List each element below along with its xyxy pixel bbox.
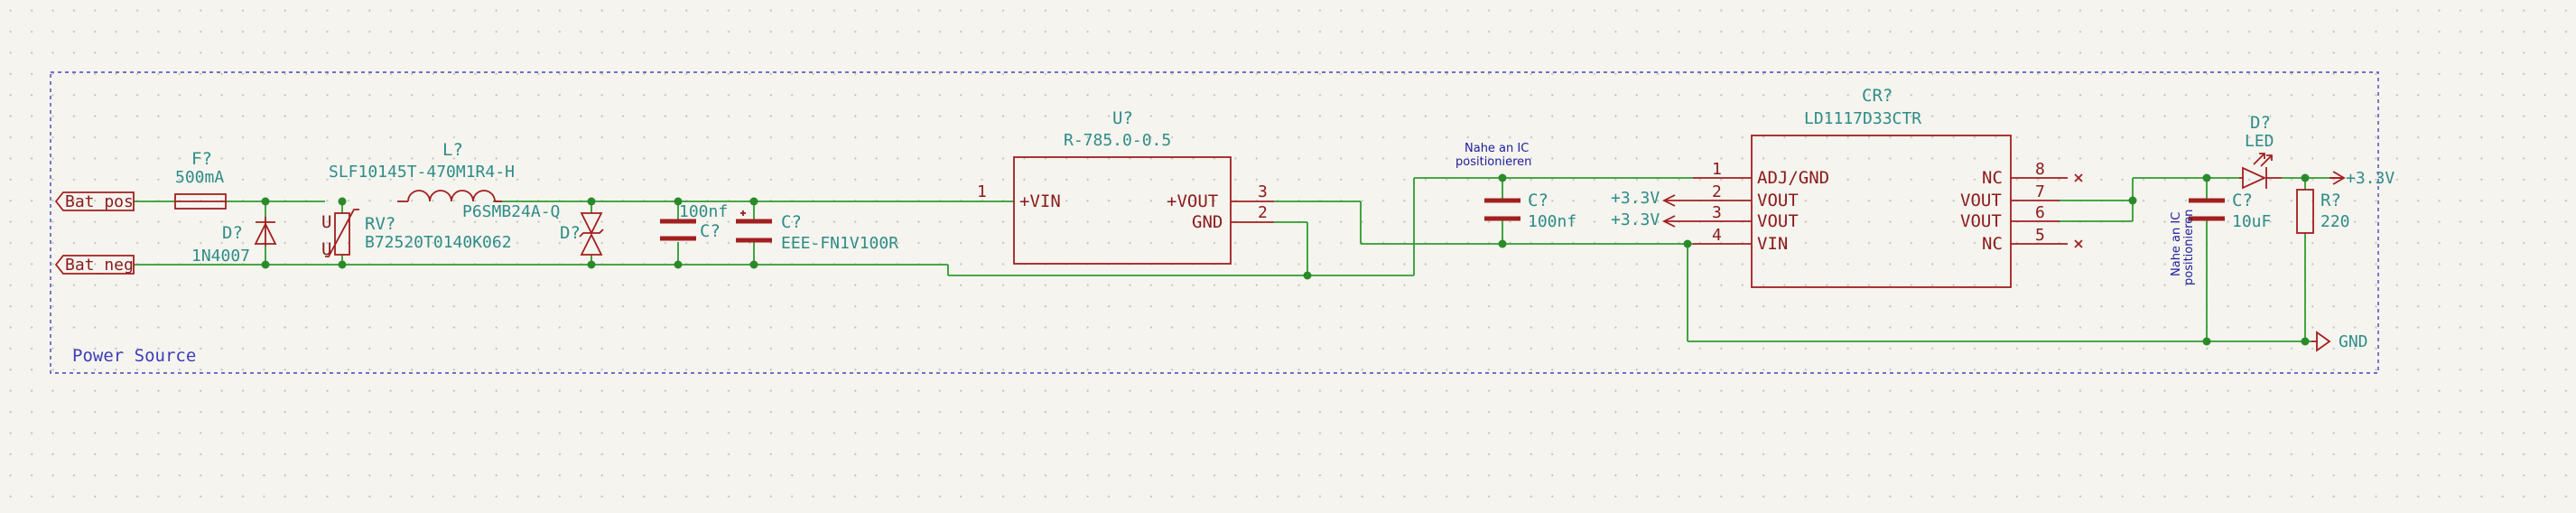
capacitor-100nf-2-symbol[interactable] [1484,198,1520,221]
power-source-frame [50,71,2379,374]
varistor-symbol[interactable] [325,209,359,257]
cap4-note-line1: Nahe an IC [2170,212,2183,276]
capacitor-100nf-1-symbol[interactable] [660,219,696,241]
ldo-pin3-num: 3 [1712,203,1722,222]
cap2-value: EEE-FN1V100R [781,234,898,253]
capacitor-electrolytic-symbol[interactable] [736,210,772,243]
tvs-value: P6SMB24A-Q [462,202,560,221]
ldo-value: LD1117D33CTR [1804,109,1921,128]
varistor-value: B72520T0140K062 [365,233,512,252]
cap3-value: 100nf [1528,212,1576,231]
converter-pin2-num: 2 [1258,203,1268,222]
inductor-value: SLF10145T-470M1R4-H [329,163,515,182]
varistor-u-mark-top: U [321,212,331,232]
converter-pin-vout: +VOUT [1167,191,1218,211]
dc-converter-symbol[interactable] [1013,156,1274,265]
pwr-3v3-label-1: +3.3V [1611,189,1660,208]
pwr-3v3-symbol[interactable] [2330,171,2346,185]
gnd-text: GND [2339,332,2368,351]
ldo-pin3-name: VOUT [1757,211,1799,231]
cap4-note: Nahe an IC positionieren [2170,210,2196,285]
cap1-value: 100nf [679,202,728,221]
resistor-value: 220 [2320,212,2350,231]
led-ref: D? [2250,113,2271,133]
ldo-pin6-name: VOUT [1960,211,2002,231]
pwr-3v3-text: +3.3V [2346,169,2395,188]
fuse-ref: F? [191,149,212,169]
sheet-title: Power Source [72,346,196,366]
cap4-note-line2: positionieren [2182,210,2196,285]
resistor-220-symbol[interactable] [2296,189,2314,234]
led-value: LED [2245,132,2274,151]
converter-pin3-num: 3 [1258,182,1268,201]
inductor-ref: L? [442,140,463,160]
label-bat-pos[interactable]: Bat_pos [54,191,135,211]
resistor-ref: R? [2320,191,2341,210]
ldo-pin2-num: 2 [1712,182,1722,201]
led-symbol[interactable] [2239,153,2282,190]
ldo-pin7-num: 7 [2035,182,2045,201]
ldo-pin1-num: 1 [1712,160,1722,179]
diode1-value: 1N4007 [191,247,250,266]
ldo-pin2-name: VOUT [1757,191,1799,210]
converter-pin1-num: 1 [977,182,987,201]
capacitor-10uf-symbol[interactable] [2189,198,2225,221]
cap2-ref: C? [781,212,802,232]
ldo-pin5-num: 5 [2035,226,2045,245]
gnd-symbol[interactable] [2311,331,2331,352]
tvs-diode-symbol[interactable] [579,212,604,256]
ldo-ref: CR? [1862,86,1892,106]
converter-ref: U? [1112,108,1133,128]
converter-value: R-785.0-0.5 [1064,131,1171,150]
ldo-pin8-name: NC [1982,168,2003,188]
fuse-symbol[interactable] [174,193,227,210]
inductor-symbol[interactable] [397,190,502,202]
cap4-value: 10uF [2232,212,2271,231]
junctions [261,173,2310,346]
cap4-ref: C? [2232,191,2253,210]
cap3-note-line1: Nahe an IC [1465,142,1529,155]
tvs-ref: D? [560,223,581,243]
pwr-3v3-label-2: +3.3V [1611,210,1660,229]
cap3-note-line2: positionieren [1455,155,1531,169]
label-bat-neg-text: Bat_neg [65,256,134,275]
ldo-pin5-name: NC [1982,234,2003,254]
label-bat-pos-text: Bat_pos [65,192,134,211]
cap3-ref: C? [1528,191,1548,210]
converter-pin-gnd: GND [1192,212,1223,232]
ldo-pin6-num: 6 [2035,203,2045,222]
fuse-value: 500mA [175,168,224,187]
ldo-regulator-symbol[interactable] [1693,135,2083,288]
ldo-pin4-num: 4 [1712,226,1722,245]
diode-1n4007-symbol[interactable] [254,217,277,246]
ldo-vout-arrows [1661,194,1693,228]
varistor-ref: RV? [365,214,395,234]
ldo-pin7-name: VOUT [1960,191,2002,210]
ldo-pin1-name: ADJ/GND [1757,168,1829,188]
ldo-pin8-num: 8 [2035,160,2045,179]
diode1-ref: D? [222,223,243,243]
varistor-u-mark: U [321,239,331,259]
ldo-pin4-name: VIN [1757,234,1788,254]
label-bat-neg[interactable]: Bat_neg [54,255,135,275]
converter-pin-vin: +VIN [1019,191,1061,211]
cap1-ref: C? [700,221,721,241]
